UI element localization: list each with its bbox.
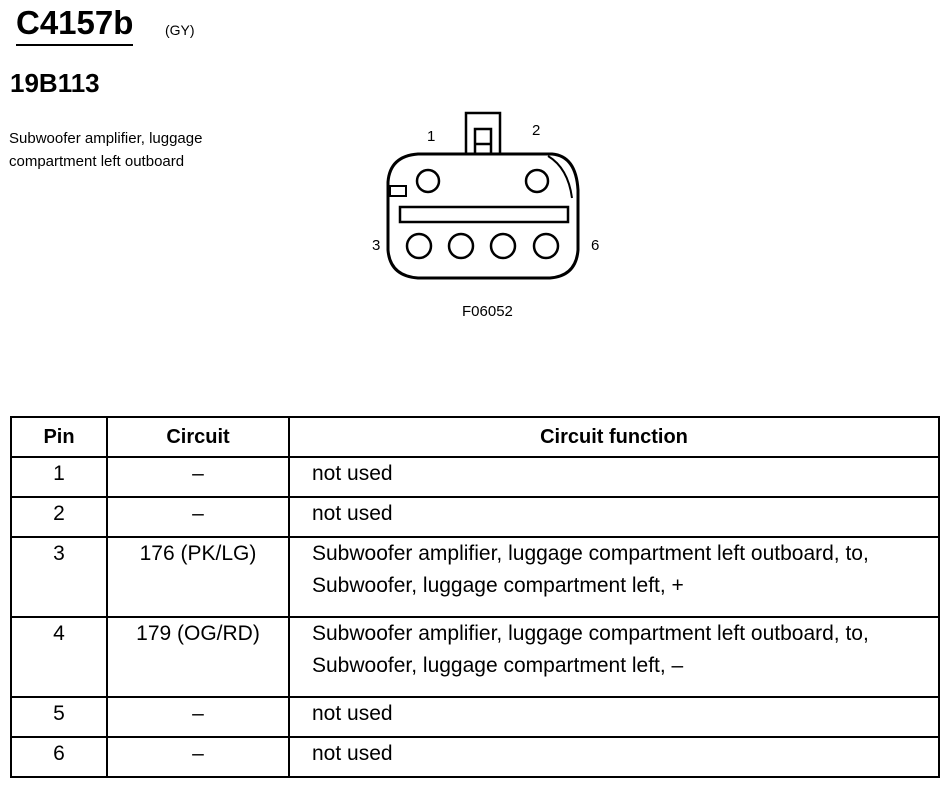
circuit-cell: –: [106, 696, 290, 738]
table-row: 4 179 (OG/RD) Subwoofer amplifier, lugga…: [10, 616, 940, 698]
circuit-cell: –: [106, 456, 290, 498]
figure-code: F06052: [462, 303, 513, 320]
connector-face-drawing: [386, 111, 580, 280]
polarization-notch: [389, 185, 407, 197]
header-function: Circuit function: [288, 416, 940, 458]
function-cell: not used: [288, 496, 940, 538]
pin-cell: 6: [10, 736, 108, 778]
circuit-cell: –: [106, 736, 290, 778]
pin-label-1: 1: [427, 128, 436, 145]
table-row: 2 – not used: [10, 496, 940, 538]
function-cell: not used: [288, 456, 940, 498]
connector-face-diagram: 1 2 3 6: [360, 100, 620, 330]
connector-id: C4157b: [16, 4, 134, 46]
pin-cell: 1: [10, 456, 108, 498]
pin-label-6: 6: [591, 237, 600, 254]
keyway-rib: [547, 155, 573, 199]
pin-cavity-3: [405, 232, 433, 260]
table-header-row: Pin Circuit Circuit function: [10, 416, 940, 458]
function-cell: Subwoofer amplifier, luggage compartment…: [288, 536, 940, 618]
function-cell: Subwoofer amplifier, luggage compartment…: [288, 616, 940, 698]
pin-label-3: 3: [372, 237, 381, 254]
function-cell: not used: [288, 696, 940, 738]
function-cell: not used: [288, 736, 940, 778]
connector-color: (GY): [165, 22, 195, 38]
pin-cavity-1: [415, 168, 441, 194]
pin-label-2: 2: [532, 122, 541, 139]
connector-description: Subwoofer amplifier, luggage compartment…: [9, 130, 203, 170]
pin-cavity-2: [524, 168, 550, 194]
pin-cell: 3: [10, 536, 108, 618]
table-row: 6 – not used: [10, 736, 940, 778]
pin-cavity-4: [447, 232, 475, 260]
pin-cell: 2: [10, 496, 108, 538]
pin-table: Pin Circuit Circuit function 1 – not use…: [10, 416, 940, 778]
circuit-cell: 176 (PK/LG): [106, 536, 290, 618]
terminal-position-assurance: [398, 205, 570, 224]
header-circuit: Circuit: [106, 416, 290, 458]
circuit-cell: –: [106, 496, 290, 538]
circuit-cell: 179 (OG/RD): [106, 616, 290, 698]
table-row: 1 – not used: [10, 456, 940, 498]
pin-cavity-5: [489, 232, 517, 260]
pin-cell: 5: [10, 696, 108, 738]
table-row: 5 – not used: [10, 696, 940, 738]
table-row: 3 176 (PK/LG) Subwoofer amplifier, lugga…: [10, 536, 940, 618]
header-pin: Pin: [10, 416, 108, 458]
pin-cavity-6: [532, 232, 560, 260]
part-number: 19B113: [10, 68, 100, 98]
pin-cell: 4: [10, 616, 108, 698]
